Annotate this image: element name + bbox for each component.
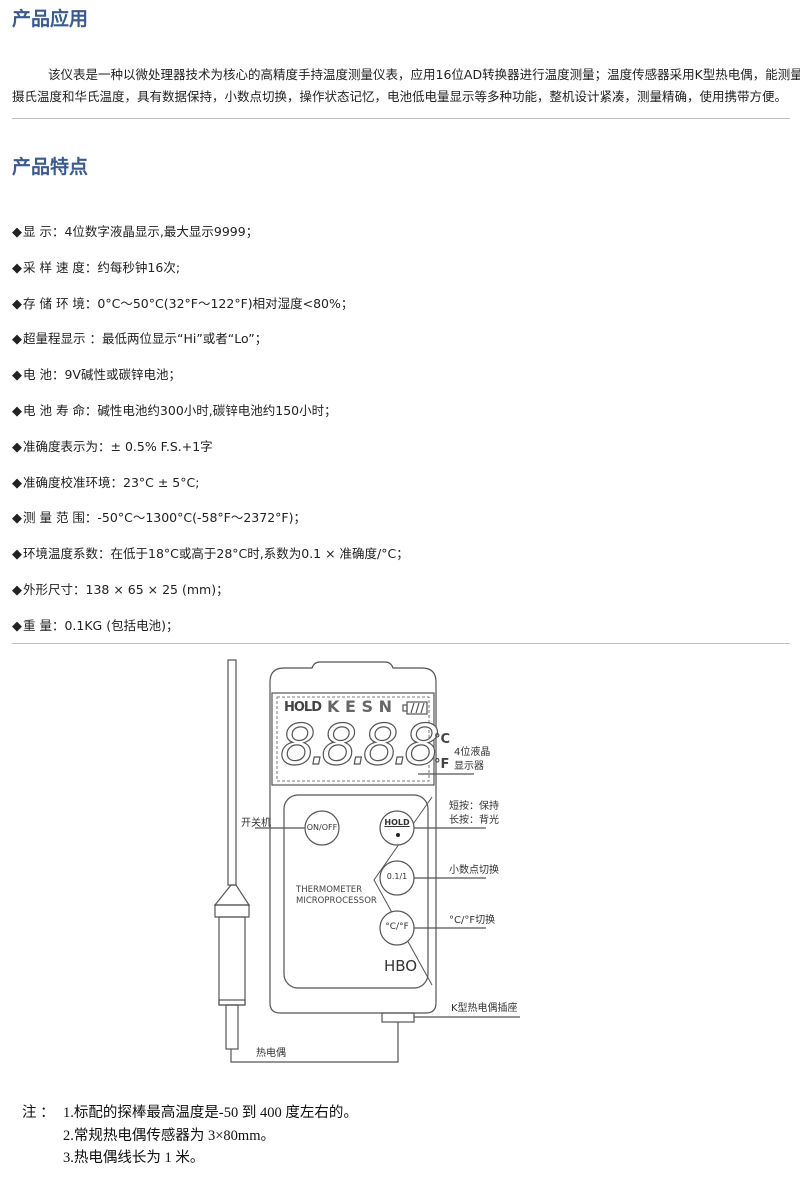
probe-drawing: [213, 659, 399, 1063]
notes-prefix: 注 ：: [22, 1105, 55, 1121]
socket: [381, 1012, 415, 1023]
label-hold-short: 短按：保持: [449, 801, 499, 812]
feature-text: 环境温度系数：在低于18°C或高于28°C时,系数为0.1 × 准确度/°C；: [23, 546, 409, 562]
probe-stub: [225, 1004, 239, 1050]
feature-text: 超量程显示 ：最低两位显示“Hi”或者“Lo”；: [23, 331, 268, 347]
thermocouple-wire: [230, 1022, 399, 1063]
feature-item: ◆采 样 速 度：约每秒钟16次;: [12, 257, 180, 276]
diamond-bullet-icon: ◆: [12, 511, 22, 527]
lcd-mode-indicators: K E S N: [327, 697, 392, 716]
diamond-bullet-icon: ◆: [12, 404, 22, 419]
feature-item: ◆环境温度系数：在低于18°C或高于28°C时,系数为0.1 × 准确度/°C；: [12, 543, 409, 562]
feature-text: 外形尺寸：138 × 65 × 25 (mm)；: [23, 582, 229, 597]
feature-item: ◆电 池 寿 命：碱性电池约300小时,碳锌电池约150小时；: [12, 400, 337, 419]
note-item-2: 2.常规热电偶传感器为 3×80mm。: [63, 1128, 275, 1144]
feature-item: ◆准确度校准环境：23°C ± 5°C;: [12, 472, 199, 491]
label-hold-long: 长按：背光: [449, 815, 499, 826]
panel-text-thermometer: THERMOMETER: [296, 885, 363, 895]
diamond-bullet-icon: ◆: [12, 332, 22, 348]
probe-rod: [227, 659, 237, 886]
note-item-3: 3.热电偶线长为 1 米。: [63, 1150, 205, 1166]
probe-cone: [213, 884, 251, 906]
lcd-hold-indicator: HOLD: [284, 700, 322, 715]
diamond-bullet-icon: ◆: [12, 618, 22, 634]
probe-handle: [218, 916, 246, 1006]
feature-item: ◆超量程显示 ：最低两位显示“Hi”或者“Lo”；: [12, 328, 267, 347]
paragraph-line-1: 该仪表是一种以微处理器技术为核心的高精度手持温度测量仪表，应用16位AD转换器进…: [48, 67, 800, 82]
paragraph-line-2: 摄氏温度和华氏温度，具有数据保持，小数点切换，操作状态记忆，电池低电量显示等多种…: [12, 89, 788, 104]
diamond-bullet-icon: ◆: [12, 439, 22, 455]
divider: [12, 643, 790, 644]
onoff-button: ON/OFF: [306, 823, 338, 832]
feature-item: ◆准确度表示为：± 0.5% F.S.+1字: [12, 436, 213, 455]
feature-item: ◆存 储 环 境：0°C～50°C(32°F～122°F)相对湿度<80%；: [12, 293, 353, 312]
lcd-frame: [271, 692, 435, 786]
diamond-bullet-icon: ◆: [12, 296, 22, 312]
decimal-button: 0.1/1: [386, 872, 408, 881]
label-socket: K型热电偶插座: [451, 1003, 518, 1014]
feature-text: 显 示：4位数字液晶显示,最大显示9999；: [23, 224, 259, 239]
note-item-1: 1.标配的探棒最高温度是-50 到 400 度左右的。: [63, 1105, 358, 1121]
diamond-bullet-icon: ◆: [12, 547, 22, 563]
diamond-bullet-icon: ◆: [12, 260, 22, 276]
label-power: 开关机: [241, 818, 271, 829]
divider: [12, 118, 790, 119]
feature-item: ◆电 池：9V碱性或碳锌电池；: [12, 364, 181, 383]
unit-toggle-button: °C/°F: [385, 922, 409, 932]
feature-text: 准确度表示为：± 0.5% F.S.+1字: [23, 438, 213, 454]
label-lcd-line1: 4位液晶: [454, 747, 491, 758]
hold-button: HOLD: [384, 818, 410, 827]
section-heading-features: 产品特点: [12, 156, 89, 178]
device-body: [269, 661, 437, 1014]
feature-text: 测 量 范 围：-50°C～1300°C(-58°F～2372°F)；: [23, 510, 306, 526]
battery-icon: [402, 704, 408, 712]
control-panel: [283, 794, 429, 989]
diamond-bullet-icon: ◆: [12, 225, 22, 240]
panel-text-microprocessor: MICROPROCESSOR: [296, 896, 377, 906]
lcd-unit-f: °F: [434, 757, 450, 772]
feature-item: ◆测 量 范 围：-50°C～1300°C(-58°F～2372°F)；: [12, 507, 306, 526]
diamond-bullet-icon: ◆: [12, 583, 22, 598]
lcd-digits: 8.8.8.8: [279, 713, 440, 778]
probe-collar: [214, 904, 250, 918]
feature-text: 采 样 速 度：约每秒钟16次;: [23, 259, 181, 275]
label-lcd-line2: 显示器: [454, 761, 484, 772]
feature-text: 存 储 环 境：0°C～50°C(32°F～122°F)相对湿度<80%；: [23, 295, 354, 311]
feature-text: 重 量：0.1KG (包括电池)；: [23, 617, 179, 633]
label-decimal: 小数点切换: [449, 865, 499, 876]
lcd-unit-c: °C: [434, 732, 451, 747]
feature-text: 电 池 寿 命：碱性电池约300小时,碳锌电池约150小时；: [23, 403, 337, 418]
feature-item: ◆重 量：0.1KG (包括电池)；: [12, 615, 178, 634]
feature-item: ◆外形尺寸：138 × 65 × 25 (mm)；: [12, 579, 229, 598]
label-unit-toggle: °C/°F切换: [449, 915, 496, 926]
diamond-bullet-icon: ◆: [12, 368, 22, 384]
brand-logo: HBO: [384, 957, 418, 975]
feature-text: 电 池：9V碱性或碳锌电池；: [23, 367, 181, 383]
section-heading-application: 产品应用: [12, 8, 89, 30]
feature-item: ◆显 示：4位数字液晶显示,最大显示9999；: [12, 221, 258, 240]
diamond-bullet-icon: ◆: [12, 475, 22, 491]
feature-text: 准确度校准环境：23°C ± 5°C;: [23, 474, 200, 490]
label-thermocouple: 热电偶: [256, 1048, 286, 1059]
